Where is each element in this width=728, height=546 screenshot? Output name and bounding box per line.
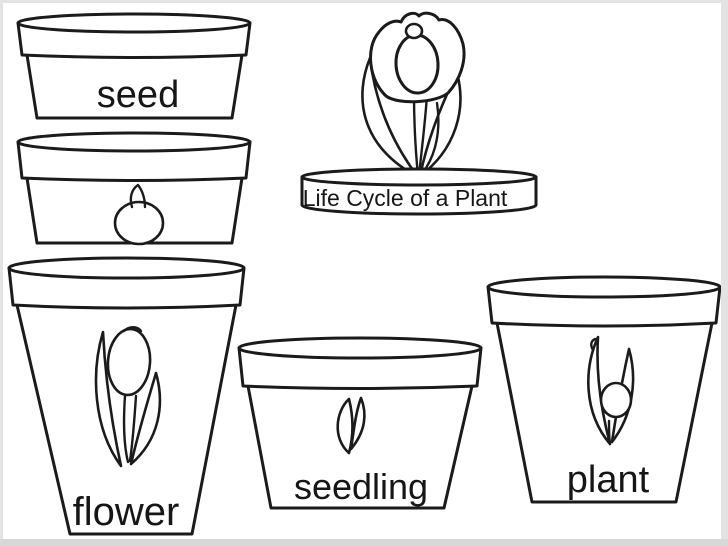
pot-rim (16, 140, 252, 182)
title-banner: Life Cycle of a Plant (300, 11, 538, 216)
banner-band (300, 175, 538, 216)
pot-seedling: seedling (237, 336, 483, 510)
tulip-flower-icon (361, 11, 466, 179)
canvas-edge-right (721, 0, 728, 546)
pot-plant: plant (486, 275, 722, 504)
sprout-icon (336, 396, 366, 455)
pot-bulb (16, 131, 252, 246)
canvas-edge-bottom (0, 539, 728, 546)
canvas-edge-left (0, 0, 3, 546)
young-plant-icon (587, 335, 635, 446)
pot-label-seed: seed (97, 74, 179, 116)
seed-bulb-icon (113, 183, 165, 246)
pot-opening (7, 256, 246, 280)
banner-band-top (300, 167, 538, 187)
pot-label-plant: plant (567, 459, 650, 501)
pot-label-flower: flower (73, 490, 180, 534)
banner-title: Life Cycle of a Plant (303, 185, 508, 211)
pot-opening (486, 275, 722, 299)
tulip-bud-icon (94, 326, 162, 468)
pot-opening (16, 131, 252, 153)
pot-flower: flower (7, 256, 246, 536)
pot-opening (237, 336, 483, 360)
canvas-edge-top (0, 0, 728, 3)
pot-label-seedling: seedling (294, 466, 428, 507)
pot-seed: seed (16, 12, 252, 120)
pot-opening (16, 12, 252, 34)
